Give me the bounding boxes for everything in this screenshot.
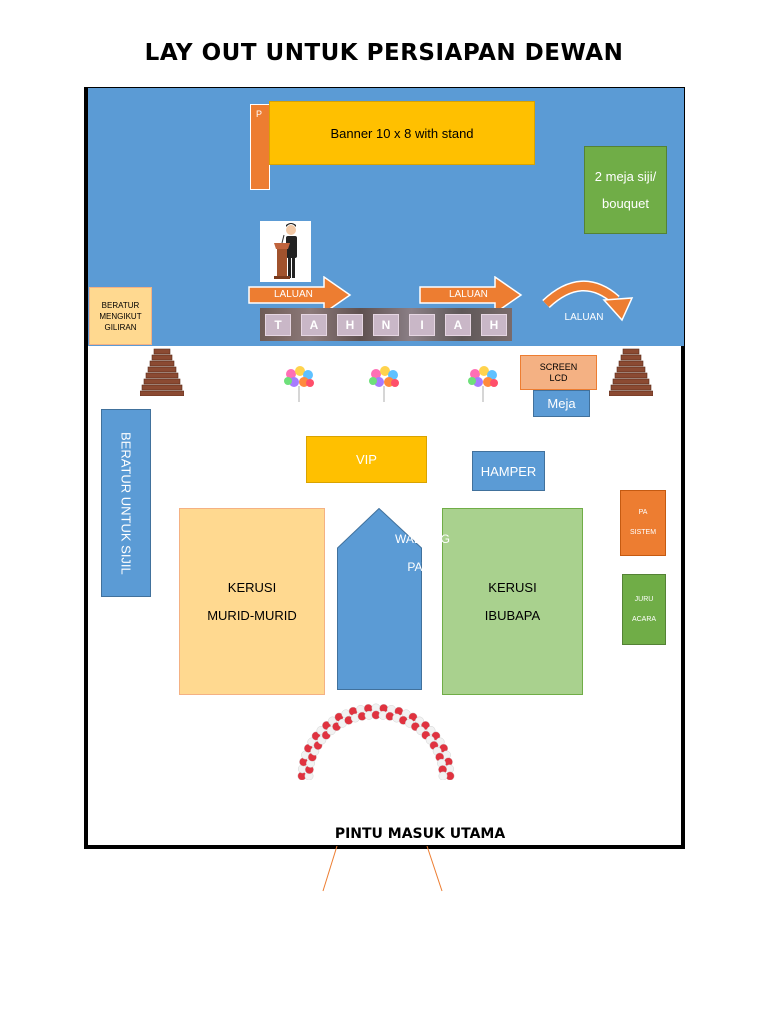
- banner-stand-label: P: [256, 109, 263, 119]
- meja-label: Meja: [547, 396, 576, 411]
- walking-path: [337, 507, 422, 690]
- laluan-arrow-2: LALUAN: [419, 275, 523, 315]
- ibubapa-line2: IBUBAPA: [484, 607, 541, 623]
- beratur-sijil-box: [101, 409, 151, 597]
- balloon-bunch-icon: [465, 364, 501, 404]
- beratur-sijil-label: BERATUR UNTUK SIJIL: [118, 431, 134, 575]
- walkway-line1: WALKING: [395, 532, 450, 546]
- name-letter: I: [409, 313, 435, 336]
- laluan-label-2: LALUAN: [449, 289, 488, 300]
- meja-siji-line2: bouquet: [601, 196, 649, 211]
- main-entrance-label: PINTU MASUK UTAMA: [334, 826, 506, 842]
- beratur-line3: GILIRAN: [104, 322, 137, 332]
- laluan-label-1: LALUAN: [274, 289, 313, 300]
- murid-line1: KERUSI: [227, 579, 277, 595]
- screen-line1: SCREEN: [539, 361, 578, 372]
- juru-line1: JURU: [634, 595, 654, 603]
- meja-table: Meja: [533, 390, 590, 417]
- laluan-arrow-1: LALUAN: [248, 275, 352, 315]
- curved-arrow-icon: [542, 278, 634, 322]
- pa-line1: PA: [638, 509, 648, 516]
- kerusi-ibubapa-area: KERUSI IBUBAPA: [442, 508, 583, 695]
- page-title: LAY OUT UNTUK PERSIAPAN DEWAN: [144, 40, 624, 66]
- vip-label: VIP: [356, 452, 377, 467]
- laluan-label-3: LALUAN: [564, 312, 604, 323]
- murid-line2: MURID-MURID: [207, 607, 297, 623]
- podium-speaker-icon: [260, 221, 311, 282]
- name-letter: A: [445, 313, 471, 336]
- beratur-line1: BERATUR: [101, 300, 140, 310]
- name-letter: T: [265, 313, 291, 336]
- pa-sistem: PA SISTEM: [620, 490, 666, 556]
- stairs-icon: [608, 348, 654, 397]
- stairs-icon: [139, 348, 185, 397]
- screen-line2: LCD: [549, 372, 568, 383]
- juru-acara: JURU ACARA: [622, 574, 666, 645]
- banner-label: Banner 10 x 8 with stand: [330, 125, 474, 141]
- balloon-bunch-icon: [366, 364, 402, 404]
- hamper-label: HAMPER: [480, 463, 537, 479]
- kerusi-murid-area: KERUSI MURID-MURID: [179, 508, 325, 695]
- banner: Banner 10 x 8 with stand: [269, 101, 535, 165]
- beratur-line2: MENGIKUT: [99, 311, 142, 321]
- banner-stand: P: [250, 104, 270, 190]
- name-letter: A: [301, 313, 327, 336]
- door-lines: [315, 845, 450, 896]
- balloon-arch-icon: [290, 696, 462, 781]
- meja-siji-bouquet: 2 meja siji/ bouquet: [584, 146, 667, 234]
- walking-path-label: WALKING PATH: [390, 525, 455, 581]
- ibubapa-line1: KERUSI: [488, 579, 537, 595]
- hamper-table: HAMPER: [472, 451, 545, 491]
- beratur-mengikut-giliran: BERATUR MENGIKUT GILIRAN: [89, 287, 152, 345]
- name-letter-strip: T A H N I A H: [260, 308, 512, 341]
- meja-siji-line1: 2 meja siji/: [594, 169, 657, 184]
- balloon-bunch-icon: [281, 364, 317, 404]
- vip-area: VIP: [306, 436, 427, 483]
- juru-line2: ACARA: [631, 615, 657, 623]
- name-letter: H: [337, 313, 363, 336]
- name-letter: H: [481, 313, 507, 336]
- pa-line2: SISTEM: [629, 529, 657, 536]
- screen-lcd: SCREEN LCD: [520, 355, 597, 390]
- walkway-line2: PATH: [407, 560, 438, 574]
- name-letter: N: [373, 313, 399, 336]
